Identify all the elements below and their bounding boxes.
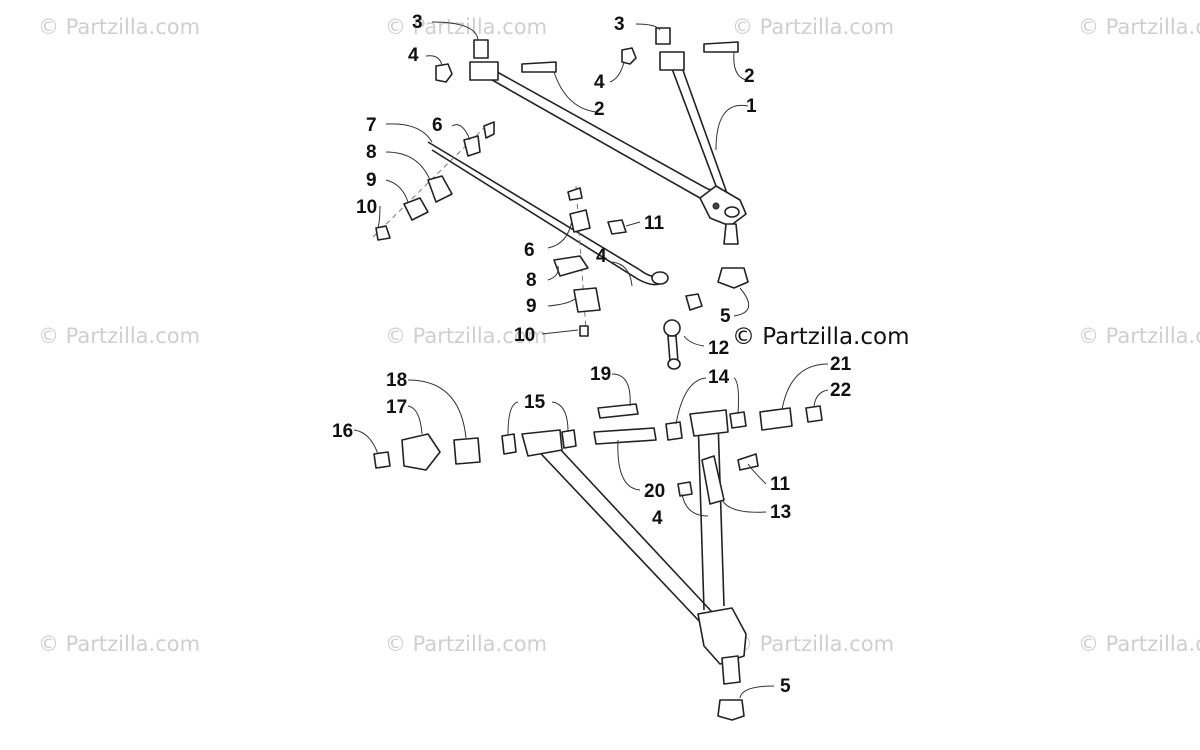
callout-9: 9 [526, 296, 537, 317]
callout-15: 15 [524, 392, 546, 413]
lower-a-arm [521, 409, 747, 685]
callout-2: 2 [744, 66, 755, 87]
nut-4 [685, 293, 703, 311]
callout-22: 22 [830, 380, 851, 401]
bushing-15 [501, 433, 517, 455]
bolt-10 [375, 225, 589, 337]
callout-12: 12 [708, 338, 729, 359]
bushing-21 [759, 407, 793, 431]
callout-4: 4 [408, 45, 419, 66]
brand-label: © Partzilla.com [732, 324, 910, 350]
watermark: © Partzilla.com [1078, 15, 1200, 39]
callout-6: 6 [524, 240, 535, 261]
callout-7: 7 [366, 115, 377, 136]
callout-3: 3 [614, 14, 625, 35]
callout-4: 4 [596, 246, 607, 267]
bushing-18 [453, 437, 481, 465]
callout-2: 2 [594, 99, 605, 120]
bolt-11 [607, 219, 627, 235]
bushing-14 [665, 421, 683, 441]
bolt-20 [593, 427, 657, 445]
callout-10: 10 [514, 325, 535, 346]
watermark: © Partzilla.com [38, 324, 200, 348]
leader-lines [353, 21, 829, 699]
nut-22 [805, 405, 823, 423]
watermark: © Partzilla.com [1078, 632, 1200, 656]
lower-hardware [373, 403, 823, 497]
callout-14: 14 [708, 367, 730, 388]
callout-13: 13 [770, 502, 791, 523]
nut-16 [373, 451, 391, 469]
bushing-15 [561, 429, 577, 449]
watermark: © Partzilla.com [38, 15, 200, 39]
callout-17: 17 [386, 397, 407, 418]
callout-3: 3 [412, 12, 423, 33]
callout-labels: 1 2 2 3 3 4 4 4 4 5 5 6 6 7 8 8 9 9 10 1… [332, 12, 852, 697]
callout-18: 18 [386, 370, 407, 391]
callout-5: 5 [720, 306, 731, 327]
watermark: © Partzilla.com [385, 324, 547, 348]
watermark: © Partzilla.com [732, 15, 894, 39]
watermark: © Partzilla.com [732, 632, 894, 656]
bracket-17 [401, 433, 441, 471]
callout-4: 4 [652, 508, 663, 529]
link-12 [663, 319, 681, 370]
bolt-11 [737, 453, 759, 471]
bolt-2 [521, 41, 739, 73]
nut-4 [435, 47, 637, 83]
callout-16: 16 [332, 421, 353, 442]
callout-19: 19 [590, 364, 611, 385]
callout-8: 8 [526, 270, 537, 291]
callout-11: 11 [644, 213, 665, 234]
bushing-3 [473, 27, 671, 59]
callout-21: 21 [830, 354, 852, 375]
watermark-layer: © Partzilla.com © Partzilla.com © Partzi… [38, 15, 1200, 656]
bolt-19 [597, 403, 639, 419]
nut-4 [677, 481, 693, 497]
upper-a-arm [469, 51, 747, 245]
callout-11: 11 [770, 474, 791, 495]
sway-bar-brackets [403, 121, 601, 313]
callout-9: 9 [366, 170, 377, 191]
watermark: © Partzilla.com [385, 632, 547, 656]
callout-1: 1 [746, 96, 757, 117]
nut-5 [717, 267, 749, 289]
callout-6: 6 [432, 115, 443, 136]
watermark: © Partzilla.com [38, 632, 200, 656]
callout-10: 10 [356, 197, 377, 218]
nut-5 [717, 699, 745, 721]
callout-20: 20 [644, 481, 665, 502]
watermark: © Partzilla.com [1078, 324, 1200, 348]
callout-8: 8 [366, 142, 377, 163]
callout-5: 5 [780, 676, 791, 697]
bushing-14 [729, 411, 747, 429]
callout-4: 4 [594, 72, 605, 93]
